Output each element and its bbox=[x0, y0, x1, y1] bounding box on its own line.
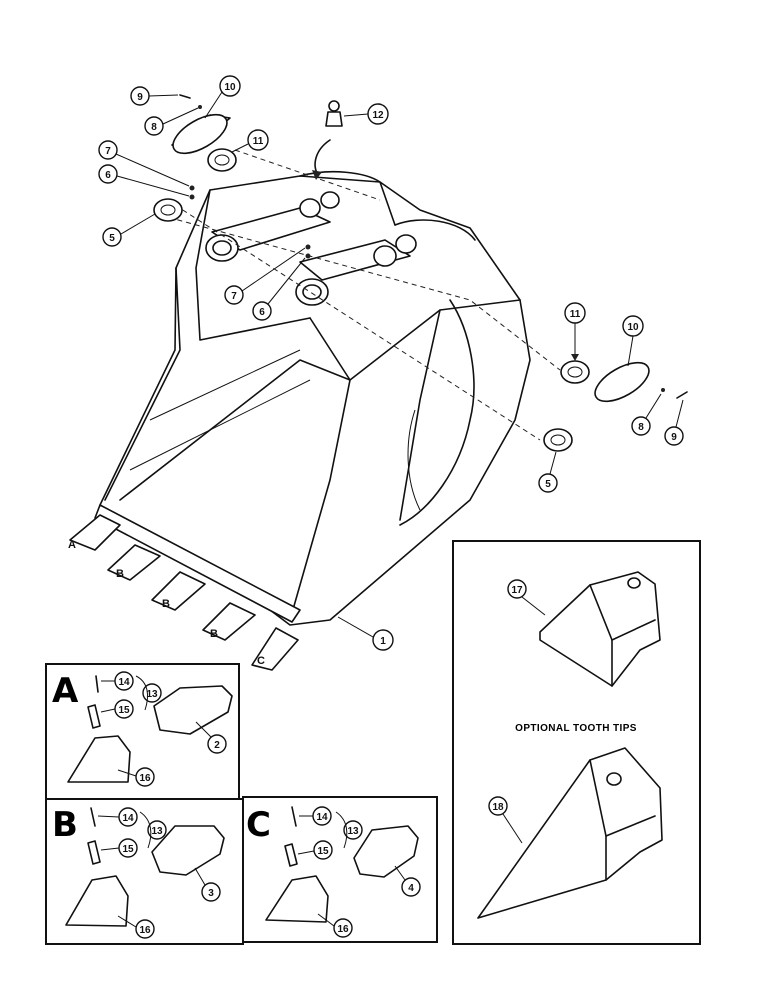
callout-12: 12 bbox=[343, 103, 389, 125]
detail-panel-a: A 14 13 15 2 16 bbox=[45, 663, 240, 800]
callout-8-right: 8 bbox=[631, 393, 662, 436]
svg-text:15: 15 bbox=[118, 705, 130, 716]
svg-text:B: B bbox=[210, 628, 218, 640]
svg-text:14: 14 bbox=[118, 677, 130, 688]
svg-text:16: 16 bbox=[337, 924, 349, 935]
svg-text:1: 1 bbox=[380, 636, 386, 647]
svg-text:4: 4 bbox=[408, 883, 414, 894]
svg-text:B: B bbox=[52, 805, 78, 845]
svg-text:10: 10 bbox=[224, 82, 236, 93]
callout-9-left: 9 bbox=[130, 86, 179, 106]
svg-text:14: 14 bbox=[122, 813, 134, 824]
svg-text:13: 13 bbox=[146, 689, 158, 700]
callout-11-left: 11 bbox=[231, 129, 269, 153]
svg-text:16: 16 bbox=[139, 773, 151, 784]
callout-6-left: 6 bbox=[98, 164, 190, 197]
callout-6-right: 6 bbox=[252, 257, 306, 321]
svg-text:2: 2 bbox=[214, 740, 220, 751]
callout-11-right: 11 bbox=[564, 302, 586, 361]
callout-7-left: 7 bbox=[98, 140, 190, 187]
tooth-a: A bbox=[68, 514, 121, 551]
svg-text:A: A bbox=[68, 539, 76, 551]
callout-9-right: 9 bbox=[664, 399, 684, 446]
svg-text:15: 15 bbox=[122, 844, 134, 855]
svg-text:C: C bbox=[257, 655, 265, 667]
svg-text:B: B bbox=[162, 598, 170, 610]
svg-text:6: 6 bbox=[259, 307, 265, 318]
svg-text:13: 13 bbox=[151, 826, 163, 837]
svg-text:18: 18 bbox=[492, 802, 504, 813]
callout-1: 1 bbox=[337, 616, 394, 651]
svg-text:14: 14 bbox=[316, 812, 328, 823]
bucket-teeth: A B B B C bbox=[68, 514, 299, 671]
svg-text:17: 17 bbox=[511, 585, 523, 596]
detail-panel-b: B 14 13 15 3 16 bbox=[45, 798, 244, 945]
tooth-c: C bbox=[251, 627, 299, 671]
bucket-body bbox=[94, 149, 561, 626]
callout-5-left: 5 bbox=[102, 213, 156, 247]
callout-8-left: 8 bbox=[144, 107, 199, 136]
svg-text:11: 11 bbox=[570, 309, 581, 320]
tooth-b-2: B bbox=[151, 571, 206, 611]
svg-text:8: 8 bbox=[638, 422, 644, 433]
exploded-parts bbox=[153, 94, 688, 452]
svg-text:3: 3 bbox=[208, 888, 214, 899]
svg-text:7: 7 bbox=[105, 146, 111, 157]
svg-text:A: A bbox=[52, 671, 79, 711]
tooth-b-3: B bbox=[202, 602, 256, 641]
callout-5-right: 5 bbox=[538, 451, 558, 493]
callout-10-left: 10 bbox=[204, 75, 241, 119]
detail-panel-c: C 14 13 15 4 16 bbox=[242, 796, 438, 943]
callout-10-right: 10 bbox=[622, 315, 644, 367]
svg-text:C: C bbox=[246, 805, 271, 845]
svg-text:9: 9 bbox=[671, 432, 677, 443]
svg-text:5: 5 bbox=[109, 233, 115, 244]
svg-text:10: 10 bbox=[627, 322, 639, 333]
tooth-b-1: B bbox=[107, 544, 161, 581]
svg-text:8: 8 bbox=[151, 122, 157, 133]
callout-7-right: 7 bbox=[224, 247, 306, 305]
svg-text:11: 11 bbox=[253, 136, 264, 147]
svg-text:7: 7 bbox=[231, 291, 237, 302]
svg-text:9: 9 bbox=[137, 92, 143, 103]
optional-tooth-tips-panel: OPTIONAL TOOTH TIPS 17 18 bbox=[452, 540, 701, 945]
svg-text:12: 12 bbox=[372, 110, 384, 121]
optional-tooth-tips-caption: OPTIONAL TOOTH TIPS bbox=[515, 723, 637, 734]
svg-text:15: 15 bbox=[317, 846, 329, 857]
svg-text:13: 13 bbox=[347, 826, 359, 837]
svg-text:5: 5 bbox=[545, 479, 551, 490]
svg-text:B: B bbox=[116, 568, 124, 580]
svg-text:16: 16 bbox=[139, 925, 151, 936]
svg-text:6: 6 bbox=[105, 170, 111, 181]
